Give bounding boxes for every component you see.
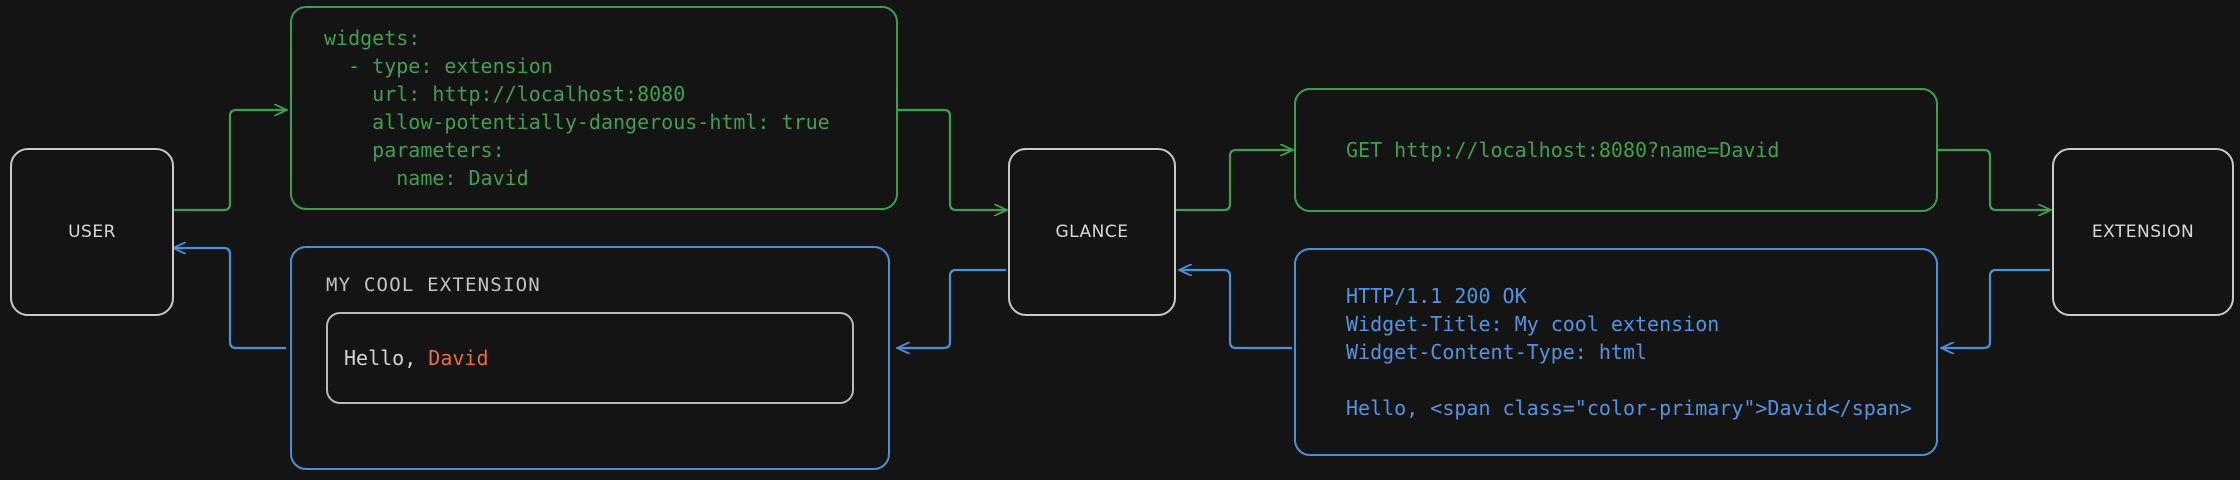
connector-request-to-extension (1938, 148, 2050, 210)
http-request-box[interactable]: GET http://localhost:8080?name=David (1294, 88, 1938, 212)
connector-widget-to-user (174, 248, 286, 350)
widget-content-frame: Hello, David (326, 312, 854, 404)
connector-glance-to-request (1176, 150, 1292, 212)
http-response-text: HTTP/1.1 200 OK Widget-Title: My cool ex… (1346, 284, 1912, 420)
config-yaml-text: widgets: - type: extension url: http://l… (324, 26, 830, 190)
node-user[interactable]: USER (10, 148, 174, 316)
node-user-label: USER (68, 222, 116, 242)
connector-response-to-glance (1176, 270, 1292, 350)
connector-config-to-glance (898, 108, 1006, 210)
config-yaml-box[interactable]: widgets: - type: extension url: http://l… (290, 6, 898, 210)
node-extension[interactable]: EXTENSION (2052, 148, 2234, 316)
widget-title: MY COOL EXTENSION (326, 274, 541, 296)
http-request-text: GET http://localhost:8080?name=David (1346, 138, 1780, 162)
connector-glance-to-widget (898, 268, 1006, 348)
widget-greeting-name: David (428, 346, 489, 370)
connector-extension-to-response (1942, 268, 2050, 348)
node-glance-label: GLANCE (1055, 222, 1129, 242)
connector-user-to-config (170, 110, 286, 212)
node-extension-label: EXTENSION (2091, 222, 2195, 242)
node-glance[interactable]: GLANCE (1008, 148, 1176, 316)
rendered-widget-box[interactable]: MY COOL EXTENSION Hello, David (290, 246, 890, 470)
http-response-box[interactable]: HTTP/1.1 200 OK Widget-Title: My cool ex… (1294, 248, 1938, 456)
widget-greeting-prefix: Hello, (344, 346, 429, 370)
